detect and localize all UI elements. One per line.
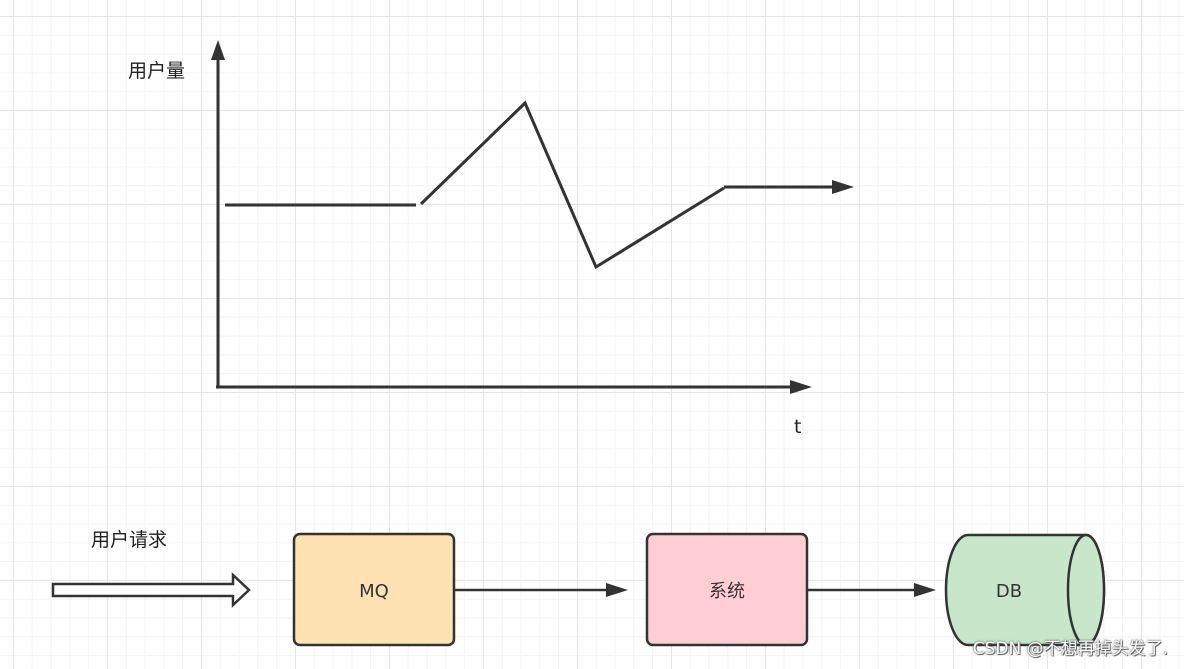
db-cylinder	[944, 533, 1106, 647]
curve-segment-peak-valley	[419, 100, 725, 270]
arrow-system-to-db-head-icon	[914, 583, 936, 597]
system-box	[645, 532, 809, 647]
user-request-label: 用户请求	[91, 529, 167, 551]
db-label: DB	[996, 581, 1022, 602]
x-axis-label: t	[794, 416, 801, 438]
y-axis-arrowhead-icon	[211, 40, 225, 60]
csdn-watermark: CSDN @不想再掉头发了.	[972, 639, 1168, 659]
x-axis-arrowhead-icon	[790, 380, 812, 394]
hollow-arrow-icon	[51, 572, 251, 608]
curve-arrowhead-icon	[832, 180, 854, 194]
y-axis-label: 用户量	[128, 60, 185, 82]
mq-label: MQ	[359, 581, 389, 602]
arrow-mq-to-system-head-icon	[606, 583, 628, 597]
mq-box	[292, 532, 456, 647]
system-label: 系统	[709, 581, 745, 602]
db-cylinder-end	[1066, 533, 1106, 647]
